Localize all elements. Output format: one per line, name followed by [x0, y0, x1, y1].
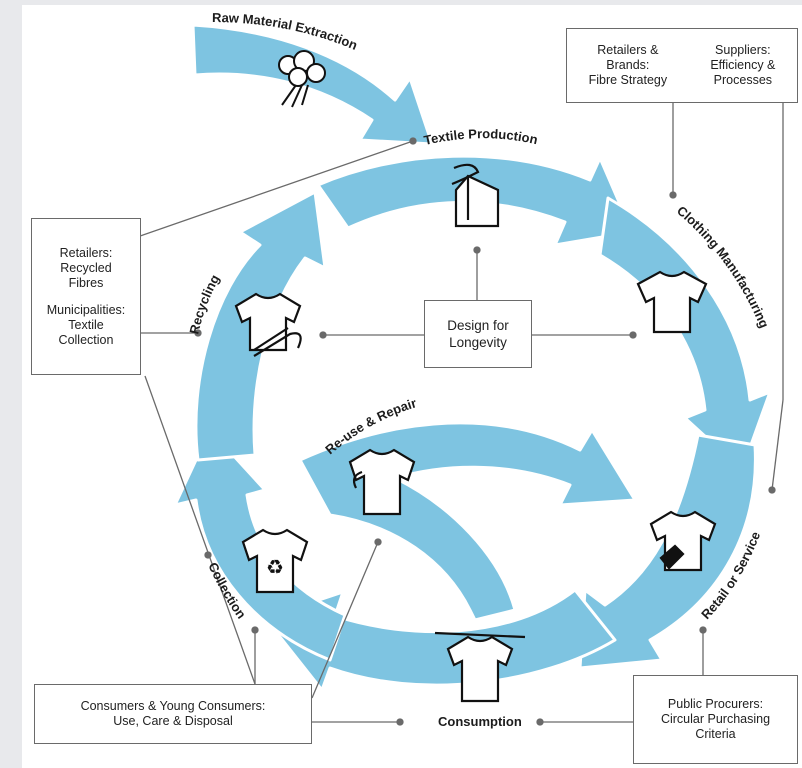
- stage-label-textile-production: Textile Production: [422, 126, 539, 148]
- tshirt-recycle-icon: ♻: [241, 528, 309, 594]
- tshirt-thread-icon: [234, 292, 302, 357]
- svg-text:♻: ♻: [266, 557, 284, 579]
- suppliers-text: Suppliers: Efficiency & Processes: [710, 43, 776, 87]
- retailers-municipalities-box: Retailers: Recycled Fibres Municipalitie…: [31, 218, 141, 375]
- arrow-raw-material: [191, 23, 434, 146]
- tshirt-on-line-icon: [434, 631, 526, 703]
- public-procurers-box: Public Procurers: Circular Purchasing Cr…: [633, 675, 798, 764]
- stage-label-consumption: Consumption: [438, 714, 522, 729]
- fabric-roll-icon: [451, 163, 500, 228]
- tshirt-price-tag-icon: [649, 510, 717, 572]
- tshirt-icon: [636, 270, 708, 334]
- arrow-clothing-manufacturing: [598, 196, 772, 472]
- cotton-plant-icon: [278, 50, 326, 108]
- consumers-box: Consumers & Young Consumers: Use, Care &…: [34, 684, 312, 744]
- retailers-suppliers-box: Retailers & Brands: Fibre Strategy Suppl…: [566, 28, 798, 103]
- connector-lines: [119, 103, 784, 726]
- retailers-brands-text: Retailers & Brands: Fibre Strategy: [588, 43, 668, 87]
- design-for-longevity-box: Design for Longevity: [424, 300, 532, 368]
- tshirt-needle-icon: [348, 448, 416, 516]
